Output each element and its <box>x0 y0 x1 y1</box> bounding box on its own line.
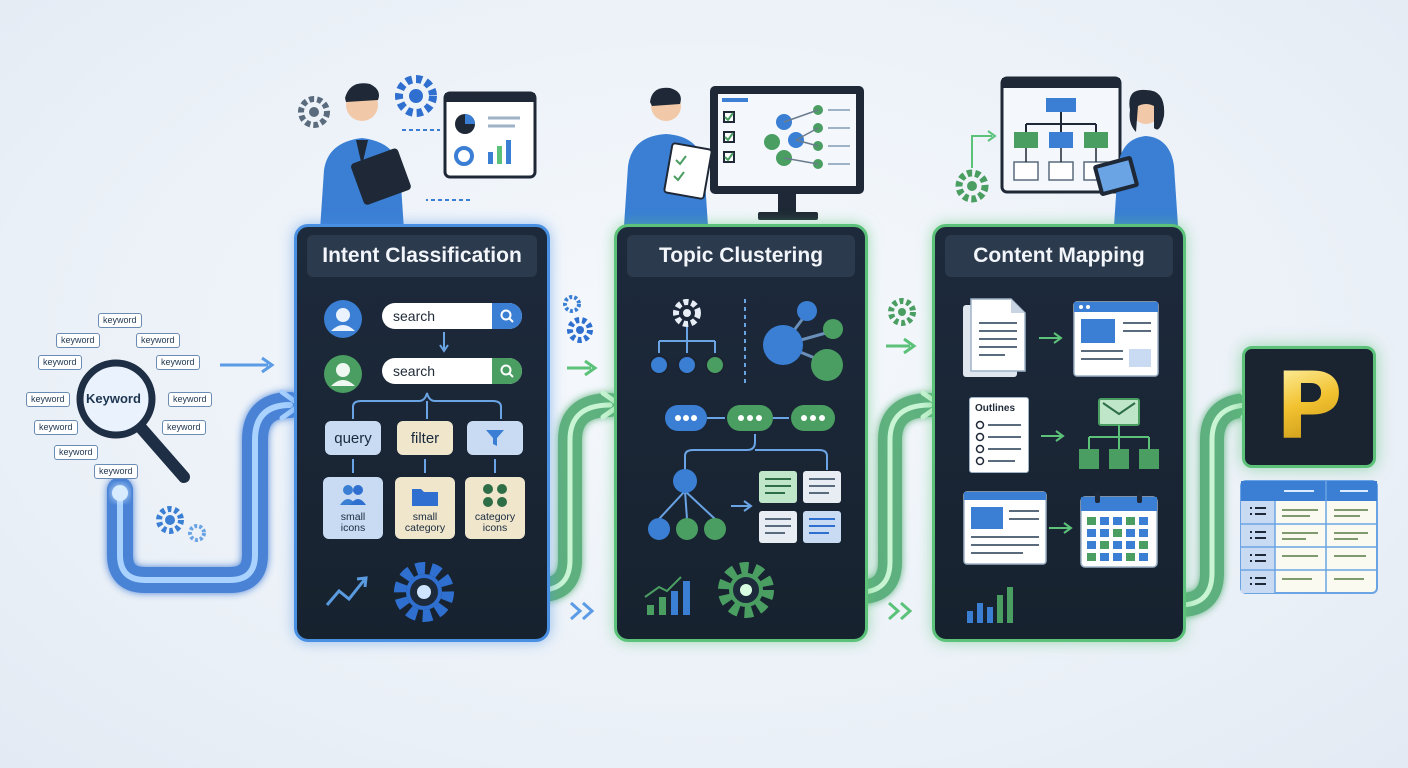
outlines-doc: Outlines <box>969 397 1029 473</box>
keyword-tag: keyword <box>136 333 180 348</box>
user-avatar-icon <box>324 300 362 338</box>
category-icons-card[interactable]: category icons <box>465 477 525 539</box>
small-category-card[interactable]: small category <box>395 477 455 539</box>
divider-line <box>744 299 746 383</box>
keyword-tag: keyword <box>94 464 138 479</box>
arrow-right-icon <box>1039 332 1063 344</box>
search-icon <box>500 364 514 378</box>
document-grid-icon <box>759 471 841 543</box>
sitemap-icon <box>1079 398 1159 469</box>
gear-icon <box>156 506 206 542</box>
calendar-cell <box>1113 529 1122 537</box>
keyword-tag: keyword <box>162 420 206 435</box>
webpage-icon <box>1073 301 1159 377</box>
keyword-tag: keyword <box>156 355 200 370</box>
calendar-cell <box>1100 517 1109 525</box>
final-logo-tile: P <box>1242 346 1376 468</box>
calendar-cell <box>1113 553 1122 561</box>
documents-icon <box>963 298 1026 377</box>
keyword-tag: keyword <box>26 392 70 407</box>
content-mapping-panel: Content Mapping Outlines <box>932 224 1186 642</box>
calendar-cell <box>1139 553 1148 561</box>
planner-figure <box>955 76 1178 226</box>
gear-icon <box>888 298 916 326</box>
keyword-cluster: keyword keyword keyword keyword keyword … <box>20 305 220 485</box>
connector-lines <box>352 459 496 473</box>
arrow-right-icon <box>1041 430 1065 442</box>
search-button[interactable] <box>492 303 522 329</box>
calendar-cell <box>1100 541 1109 549</box>
funnel-chip[interactable] <box>467 421 523 455</box>
calendar-cell <box>1139 529 1148 537</box>
gear-icon <box>718 562 774 618</box>
panel-title: Topic Clustering <box>627 235 855 277</box>
grid-icon <box>483 484 507 507</box>
calendar-cell <box>1126 541 1135 549</box>
arrow-right-icon <box>220 356 275 374</box>
data-table-icon <box>1240 480 1378 594</box>
keyword-tag: keyword <box>98 313 142 328</box>
split-bracket <box>352 392 502 419</box>
arrow-right-icon <box>886 337 917 355</box>
analyst-figure <box>298 75 537 230</box>
query-chip[interactable]: query <box>325 421 381 455</box>
article-page-icon <box>963 491 1047 565</box>
keyword-tag: keyword <box>38 355 82 370</box>
keyword-tag: keyword <box>168 392 212 407</box>
folder-icon <box>412 489 438 506</box>
small-icons-card[interactable]: small icons <box>323 477 383 539</box>
calendar-cell <box>1100 553 1109 561</box>
presenter-figure <box>624 86 864 226</box>
search-icon <box>500 309 514 323</box>
calendar-cell <box>1139 517 1148 525</box>
keyword-tag: keyword <box>56 333 100 348</box>
cluster-bubble-row <box>665 405 835 431</box>
checklist-icon <box>975 420 1021 466</box>
panel-title: Intent Classification <box>307 235 537 277</box>
calendar-cell <box>1087 553 1096 561</box>
filter-chip[interactable]: filter <box>397 421 453 455</box>
panel-title: Content Mapping <box>945 235 1173 277</box>
trend-icon <box>325 576 368 606</box>
double-chevron-icon <box>888 601 913 621</box>
logo-letter: P <box>1275 353 1343 460</box>
calendar-cell <box>1087 517 1096 525</box>
user-avatar-icon <box>324 355 362 393</box>
calendar-cell <box>1113 517 1122 525</box>
branch-connector <box>684 434 828 470</box>
cluster-bubbles <box>763 301 843 381</box>
calendar-cell <box>1087 529 1096 537</box>
calendar-cell <box>1087 541 1096 549</box>
calendar-cell <box>1126 553 1135 561</box>
calendar-cell <box>1126 517 1135 525</box>
keyword-tag: keyword <box>34 420 78 435</box>
calendar-cell <box>1126 529 1135 537</box>
arrow-right-icon <box>1049 522 1073 534</box>
calendar-cell <box>1100 529 1109 537</box>
topic-tree-diagram <box>648 469 726 540</box>
calendar-cell <box>1139 541 1148 549</box>
people-icon <box>340 485 366 505</box>
double-chevron-icon <box>570 601 595 621</box>
topic-clustering-panel: Topic Clustering <box>614 224 868 642</box>
arrow-right-icon <box>567 359 598 377</box>
calendar-cell <box>1113 541 1122 549</box>
bar-chart-icon <box>644 576 690 615</box>
gear-tree-diagram <box>649 299 725 375</box>
arrow-down-icon <box>439 332 449 353</box>
bar-chart-icon <box>967 587 1013 623</box>
search-button[interactable] <box>492 358 522 384</box>
keyword-center-label: Keyword <box>86 391 141 406</box>
gear-icon <box>394 562 454 622</box>
arrow-right-icon <box>731 500 753 512</box>
magnifier-icon <box>76 359 190 483</box>
calendar-icon <box>1080 491 1158 568</box>
keyword-tag: keyword <box>54 445 98 460</box>
intent-classification-panel: Intent Classification search search quer… <box>294 224 550 642</box>
gear-icon <box>563 295 593 343</box>
funnel-icon <box>486 430 504 446</box>
